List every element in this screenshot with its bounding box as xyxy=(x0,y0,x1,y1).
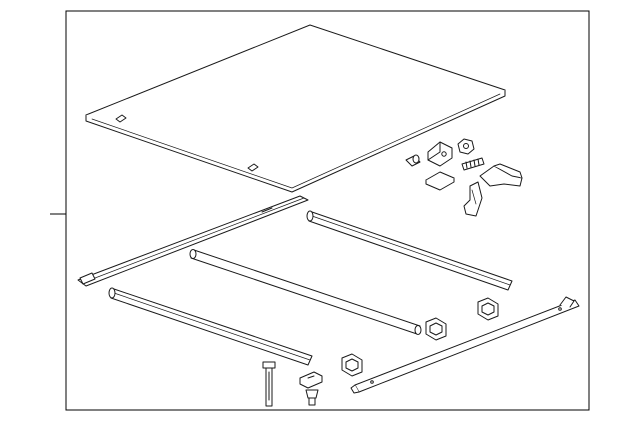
clamp-bracket xyxy=(341,353,363,377)
clamp-bracket xyxy=(425,317,447,341)
hardware-stud xyxy=(461,157,485,171)
cross-bar-rear xyxy=(108,287,313,366)
hardware-spacer xyxy=(405,154,421,167)
hardware-block xyxy=(425,171,455,191)
clamp-bracket xyxy=(477,297,499,321)
mounting-clip xyxy=(427,141,453,167)
push-pin xyxy=(305,389,319,406)
small-bracket xyxy=(299,371,323,389)
hardware-nut xyxy=(457,138,475,155)
rear-side-rail xyxy=(350,296,580,394)
cross-bar-middle xyxy=(189,249,422,335)
latch-handle-assembly xyxy=(463,163,523,217)
front-side-rail xyxy=(77,195,309,287)
latch-rod xyxy=(262,361,276,407)
tonneau-cover-panel xyxy=(85,24,506,193)
cross-bar-front xyxy=(306,210,513,291)
